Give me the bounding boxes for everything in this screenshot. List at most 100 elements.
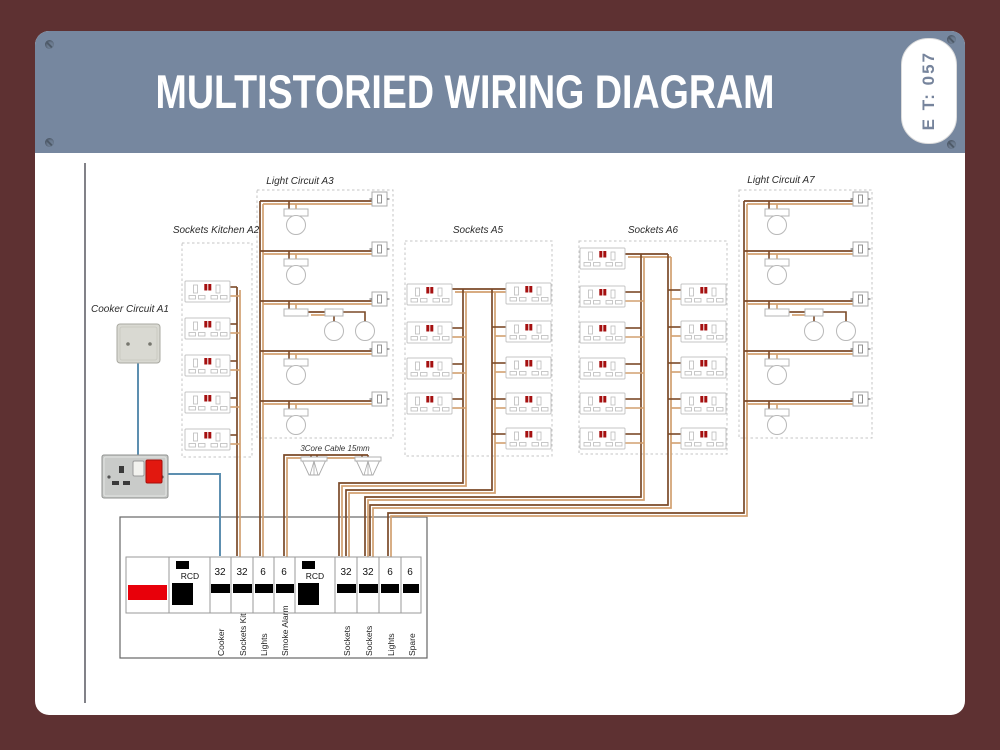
lamp	[286, 265, 306, 285]
light-switch	[850, 241, 871, 257]
cooker-wire	[168, 473, 221, 556]
ceiling-rose	[764, 208, 790, 217]
socket-outlet	[184, 280, 231, 303]
breaker-rating: 6	[281, 567, 287, 578]
screw-icon	[45, 40, 54, 49]
sockets-a5-box	[404, 240, 553, 457]
breaker-circuit-name: Sockets	[364, 626, 374, 656]
breaker-circuit-name: Cooker	[216, 628, 226, 656]
light-switch	[850, 191, 871, 207]
cooker-circuit: Cooker Circuit A1	[91, 304, 169, 499]
socket-outlet	[505, 427, 552, 450]
lamp	[286, 365, 306, 385]
breaker-rating: 32	[362, 567, 374, 578]
breaker-rating: 6	[407, 567, 413, 578]
ceiling-rose	[764, 258, 790, 267]
breaker-switch	[211, 584, 230, 593]
socket-outlet	[579, 392, 626, 415]
socket-outlet	[505, 320, 552, 343]
sockets-kitchen-circuit: Sockets Kitchen A2	[173, 225, 260, 451]
breaker-switch	[255, 584, 273, 593]
title-bar: MULTISTORIED WIRING DIAGRAM	[35, 31, 965, 153]
light-circuit-a7-box	[738, 189, 873, 439]
socket-outlet	[579, 285, 626, 308]
socket-outlet	[680, 356, 727, 379]
breaker-rating: 32	[214, 567, 226, 578]
screw-icon	[947, 35, 956, 44]
breaker-circuit-name: Smoke Alarm	[280, 605, 290, 656]
socket-outlet	[680, 392, 727, 415]
sockets-a6-box	[578, 240, 728, 455]
light-switch	[850, 341, 871, 357]
cooker-unit-switch	[132, 460, 145, 477]
socket-outlet	[505, 282, 552, 305]
rcd-switch	[172, 583, 193, 605]
reference-badge: E T: 057	[901, 38, 957, 144]
lamp	[324, 321, 344, 341]
light-switch	[369, 391, 390, 407]
socket-outlet	[406, 283, 453, 306]
ceiling-rose	[764, 308, 790, 317]
light-switch	[850, 391, 871, 407]
breaker-circuit-name: Sockets Kit	[238, 613, 248, 656]
socket-outlet	[406, 357, 453, 380]
breaker-circuit-name: Lights	[259, 633, 269, 656]
smoke-cable-label: 3Core Cable 15mm	[300, 444, 370, 453]
rcd-label: RCD	[181, 571, 199, 581]
lamp	[286, 215, 306, 235]
socket-outlet	[406, 321, 453, 344]
socket-outlet	[579, 321, 626, 344]
ceiling-rose	[764, 408, 790, 417]
cooker-circuit-label: Cooker Circuit A1	[91, 304, 169, 315]
breaker-switch	[359, 584, 378, 593]
wire-stubs-return	[230, 204, 778, 445]
breaker-switch	[276, 584, 294, 593]
page-title: MULTISTORIED WIRING DIAGRAM	[155, 65, 775, 118]
lamp	[804, 321, 824, 341]
socket-outlet	[184, 317, 231, 340]
breaker-circuit-name: Sockets	[342, 626, 352, 656]
socket-outlet	[184, 354, 231, 377]
cooker-outlet-plate	[116, 323, 161, 364]
breaker-rating: 32	[236, 567, 248, 578]
rcd-label: RCD	[306, 571, 324, 581]
ceiling-rose	[283, 258, 309, 267]
smoke-alarm	[354, 456, 382, 476]
cable-runs	[236, 200, 856, 559]
socket-outlet	[184, 391, 231, 414]
consumer-unit: RCD RCD 32 32 6 6 32 32 6 6 Cooker Socke…	[125, 556, 422, 656]
light-circuit-a3-box	[256, 189, 394, 439]
reference-badge-text: E T: 057	[919, 51, 938, 131]
lamp	[286, 415, 306, 435]
light-circuit-a3: Light Circuit A3	[266, 176, 390, 435]
breaker-switch	[381, 584, 399, 593]
ceiling-rose	[283, 308, 309, 317]
sockets-kitchen-label: Sockets Kitchen A2	[173, 225, 260, 236]
breaker-circuit-name: Spare	[407, 633, 417, 656]
socket-outlet	[406, 392, 453, 415]
sockets-a6-label: Sockets A6	[628, 225, 679, 236]
junction-box	[804, 308, 824, 317]
ceiling-rose	[283, 358, 309, 367]
sockets-a5-circuit: Sockets A5	[406, 225, 552, 450]
socket-outlet	[680, 283, 727, 306]
breaker-switch	[233, 584, 252, 593]
light-switch	[369, 241, 390, 257]
rcd-test-button	[176, 561, 189, 569]
ceiling-rose	[283, 408, 309, 417]
lamp	[836, 321, 856, 341]
rcd-test-button	[302, 561, 315, 569]
ceiling-rose	[283, 208, 309, 217]
light-switch	[369, 191, 390, 207]
socket-outlet	[505, 356, 552, 379]
light-switch	[850, 291, 871, 307]
light-circuit-a3-label: Light Circuit A3	[266, 176, 334, 187]
smoke-alarm-circuit: 3Core Cable 15mm	[300, 444, 382, 476]
breaker-switch	[337, 584, 356, 593]
light-switch	[369, 341, 390, 357]
breaker-strip: RCD RCD 32 32 6 6 32 32 6 6	[125, 556, 422, 614]
circuit-wiring	[137, 200, 856, 559]
socket-outlet	[184, 428, 231, 451]
